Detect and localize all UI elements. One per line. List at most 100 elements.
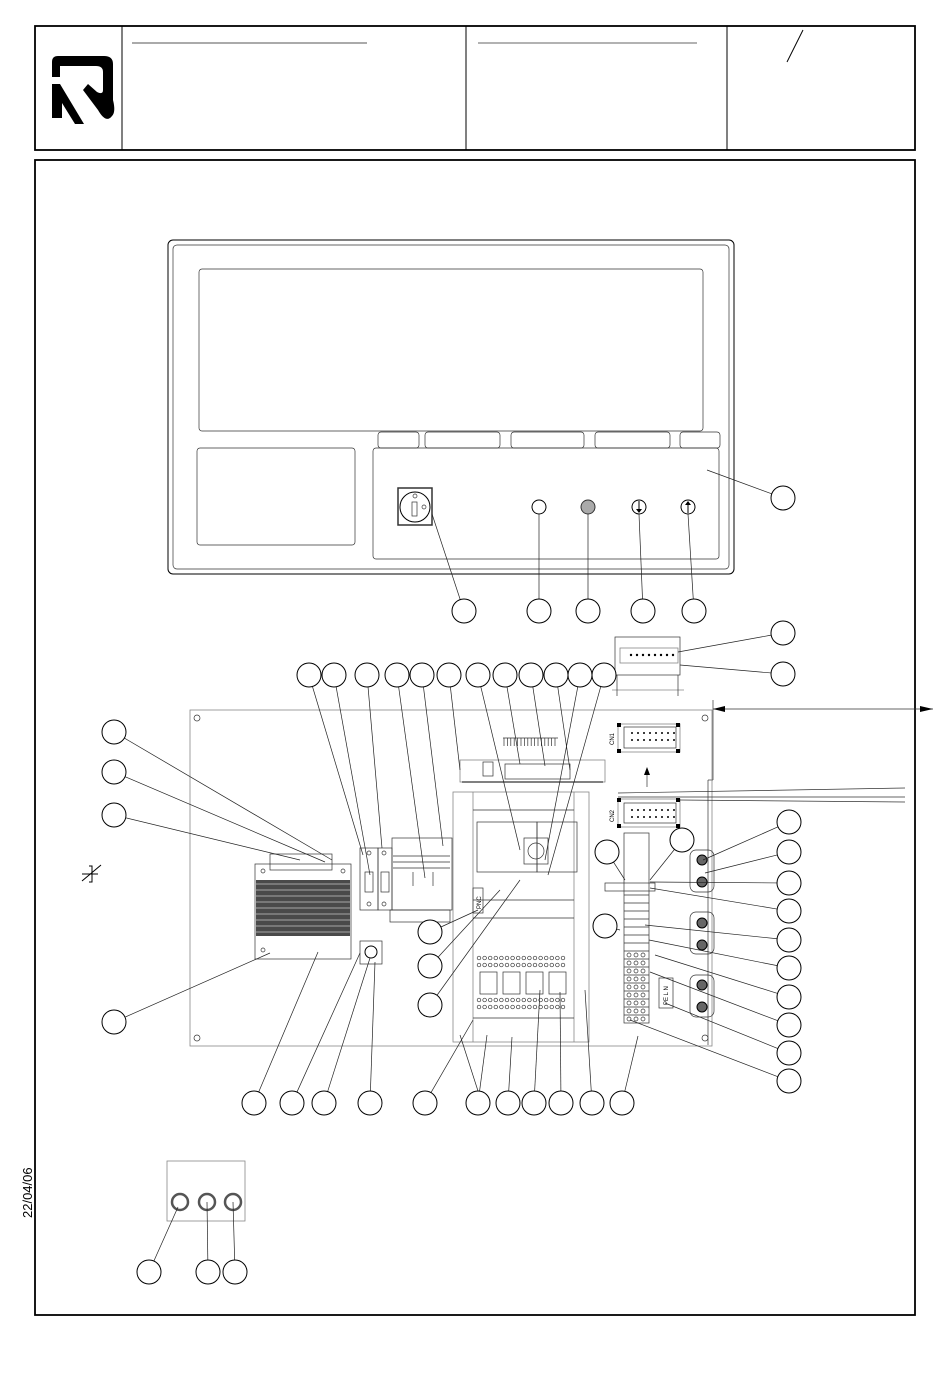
callout-balloon[interactable] xyxy=(296,662,322,688)
leader-line xyxy=(125,817,301,861)
callout-balloon[interactable] xyxy=(354,662,380,688)
terminal-screw xyxy=(633,1000,639,1006)
function-key-1[interactable] xyxy=(377,431,420,449)
terminal xyxy=(516,955,521,961)
callout-balloon[interactable] xyxy=(417,992,443,1018)
callout-balloon[interactable] xyxy=(321,662,347,688)
callout-balloon[interactable] xyxy=(776,809,802,835)
callout-balloon[interactable] xyxy=(776,984,802,1010)
callout-balloon[interactable] xyxy=(776,1040,802,1066)
leader-line xyxy=(584,989,592,1092)
main-switch[interactable] xyxy=(397,487,433,526)
callout-balloon[interactable] xyxy=(770,485,796,511)
balloon-circle xyxy=(417,953,443,979)
callout-balloon[interactable] xyxy=(592,913,618,939)
callout-balloon[interactable] xyxy=(567,662,593,688)
leader-line xyxy=(124,952,271,1018)
callout-balloon[interactable] xyxy=(770,620,796,646)
down-button[interactable] xyxy=(631,499,647,515)
callout-balloon[interactable] xyxy=(669,827,695,853)
leader-line xyxy=(335,686,371,876)
terminal xyxy=(516,1004,521,1010)
callout-balloon[interactable] xyxy=(776,927,802,953)
leader-line xyxy=(706,469,772,495)
connector-cn1: CN1 xyxy=(610,723,681,753)
callout-balloon[interactable] xyxy=(681,598,707,624)
callout-balloon[interactable] xyxy=(495,1090,521,1116)
callout-balloon[interactable] xyxy=(776,870,802,896)
callout-balloon[interactable] xyxy=(548,1090,574,1116)
balloon-circle xyxy=(101,719,127,745)
terminal xyxy=(482,997,487,1003)
terminal xyxy=(488,1004,493,1010)
leader-line xyxy=(312,686,364,856)
callout-balloon[interactable] xyxy=(465,1090,491,1116)
function-key-3[interactable] xyxy=(510,431,585,449)
leader-line xyxy=(437,889,501,958)
pin xyxy=(643,809,645,811)
callout-balloon[interactable] xyxy=(579,1090,605,1116)
function-key-5[interactable] xyxy=(679,431,721,449)
callout-balloon[interactable] xyxy=(436,662,462,688)
pin xyxy=(649,816,651,818)
callout-balloon[interactable] xyxy=(776,1068,802,1094)
callout-balloon[interactable] xyxy=(575,598,601,624)
up-button[interactable] xyxy=(680,499,696,515)
callout-balloon[interactable] xyxy=(518,662,544,688)
callout-balloon[interactable] xyxy=(521,1090,547,1116)
callout-balloon[interactable] xyxy=(776,955,802,981)
pin xyxy=(665,653,669,657)
leader-lines xyxy=(124,469,779,1262)
callout-balloon[interactable] xyxy=(543,662,569,688)
balloon-circle xyxy=(776,955,802,981)
terminal xyxy=(555,962,560,968)
callout-balloon[interactable] xyxy=(776,898,802,924)
callout-balloon[interactable] xyxy=(594,839,620,865)
callout-balloon[interactable] xyxy=(384,662,410,688)
callout-balloon[interactable] xyxy=(222,1259,248,1285)
callout-balloon[interactable] xyxy=(526,598,552,624)
callout-balloon[interactable] xyxy=(451,598,477,624)
function-key-2[interactable] xyxy=(424,431,501,449)
callout-balloon[interactable] xyxy=(492,662,518,688)
balloon-circle xyxy=(770,485,796,511)
pin xyxy=(661,739,663,741)
callout-balloon[interactable] xyxy=(776,839,802,865)
callout-balloon[interactable] xyxy=(465,662,491,688)
terminal xyxy=(560,962,566,968)
pin xyxy=(641,653,645,657)
callout-balloon[interactable] xyxy=(136,1259,162,1285)
balloon-circle xyxy=(384,662,410,688)
pin xyxy=(655,732,657,734)
terminal xyxy=(532,997,538,1003)
terminal xyxy=(516,997,521,1003)
callout-balloon[interactable] xyxy=(311,1090,337,1116)
callout-balloon[interactable] xyxy=(409,662,435,688)
callout-balloon[interactable] xyxy=(279,1090,305,1116)
callout-balloon[interactable] xyxy=(770,661,796,687)
callout-balloon[interactable] xyxy=(241,1090,267,1116)
callout-balloon[interactable] xyxy=(591,662,617,688)
callout-balloon[interactable] xyxy=(101,759,127,785)
function-key-4[interactable] xyxy=(594,431,671,449)
callout-balloon[interactable] xyxy=(776,1012,802,1038)
callout-balloon[interactable] xyxy=(609,1090,635,1116)
callout-balloon[interactable] xyxy=(101,802,127,828)
callout-balloon[interactable] xyxy=(417,953,443,979)
terminal-screw xyxy=(640,1000,646,1006)
callout-balloon[interactable] xyxy=(101,1009,127,1035)
terminal-screw xyxy=(626,1016,632,1022)
balloon-circle xyxy=(101,802,127,828)
leader-line xyxy=(704,854,778,874)
leader-line xyxy=(649,849,675,881)
stop-button[interactable] xyxy=(580,499,596,515)
callout-balloon[interactable] xyxy=(417,919,443,945)
callout-balloon[interactable] xyxy=(412,1090,438,1116)
pin xyxy=(673,732,675,734)
terminal-screw xyxy=(626,968,632,974)
callout-balloon[interactable] xyxy=(357,1090,383,1116)
callout-balloon[interactable] xyxy=(195,1259,221,1285)
pin xyxy=(673,809,675,811)
callout-balloon[interactable] xyxy=(630,598,656,624)
callout-balloon[interactable] xyxy=(101,719,127,745)
